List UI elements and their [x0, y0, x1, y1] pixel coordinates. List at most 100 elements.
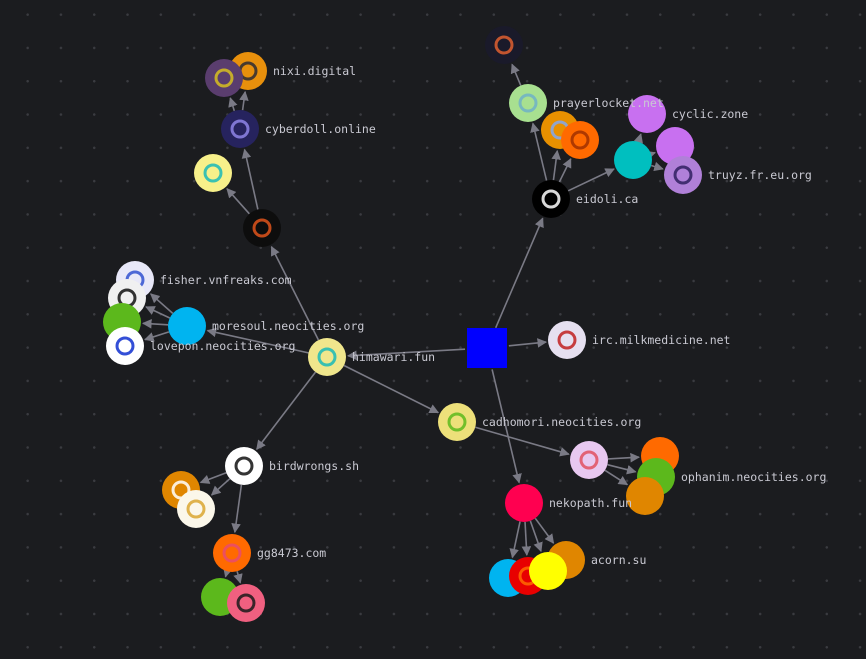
- graph-node[interactable]: [225, 447, 263, 485]
- node-avatar[interactable]: [227, 584, 265, 622]
- node-avatar[interactable]: [626, 477, 664, 515]
- graph-edge: [475, 426, 570, 457]
- graph-edge: [551, 149, 561, 181]
- node-avatar[interactable]: [308, 338, 346, 376]
- graph-node[interactable]: [308, 338, 346, 376]
- node-avatar[interactable]: [561, 121, 599, 159]
- node-label[interactable]: lovepon.neocities.org: [150, 339, 295, 353]
- graph-edge: [650, 161, 664, 172]
- node-avatar-detail: [317, 347, 337, 367]
- graph-node[interactable]: [626, 477, 664, 515]
- graph-edge: [347, 348, 466, 361]
- node-avatar[interactable]: [664, 156, 702, 194]
- node-avatar[interactable]: [532, 180, 570, 218]
- node-avatar[interactable]: [505, 484, 543, 522]
- node-avatar[interactable]: [485, 26, 523, 64]
- graph-edge: [510, 63, 522, 86]
- node-avatar[interactable]: [656, 127, 694, 165]
- node-avatar-detail: [230, 119, 250, 139]
- node-avatar[interactable]: [548, 321, 586, 359]
- graph-node[interactable]: [467, 328, 507, 368]
- node-avatar[interactable]: [243, 209, 281, 247]
- graph-node[interactable]: [177, 490, 215, 528]
- node-avatar[interactable]: [106, 327, 144, 365]
- graph-edge: [607, 452, 640, 463]
- node-label[interactable]: moresoul.neocities.org: [212, 319, 364, 333]
- graph-node[interactable]: [213, 534, 251, 572]
- graph-node[interactable]: [664, 156, 702, 194]
- graph-node[interactable]: [628, 95, 666, 133]
- graph-node[interactable]: [529, 552, 567, 590]
- node-label[interactable]: cyberdoll.online: [265, 122, 376, 136]
- graph-edge: [567, 168, 615, 192]
- graph-node[interactable]: [561, 121, 599, 159]
- node-avatar[interactable]: [221, 110, 259, 148]
- labels-layer: himawari.fun cyberdoll.online nixi.digital…: [150, 64, 826, 567]
- node-label[interactable]: irc.milkmedicine.net: [592, 333, 730, 347]
- node-avatar[interactable]: [438, 403, 476, 441]
- node-label[interactable]: fisher.vnfreaks.com: [160, 273, 292, 287]
- node-avatar[interactable]: [168, 307, 206, 345]
- node-label[interactable]: truyz.fr.eu.org: [708, 168, 812, 182]
- graph-node[interactable]: [614, 141, 652, 179]
- node-label[interactable]: eidoli.ca: [576, 192, 638, 206]
- node-avatar[interactable]: [225, 447, 263, 485]
- graph-edge: [239, 90, 249, 111]
- root-node-square[interactable]: [467, 328, 507, 368]
- node-label[interactable]: nixi.digital: [273, 64, 356, 78]
- node-avatar-detail: [494, 35, 514, 55]
- graph-edge: [233, 571, 243, 584]
- node-avatar[interactable]: [614, 141, 652, 179]
- graph-edge: [530, 122, 548, 181]
- graph-edge: [633, 133, 643, 144]
- node-avatar[interactable]: [194, 154, 232, 192]
- graph-node[interactable]: [227, 584, 265, 622]
- node-label[interactable]: acorn.su: [591, 553, 646, 567]
- nodes-layer: [103, 26, 702, 622]
- graph-edge: [607, 463, 637, 475]
- graph-edge: [231, 484, 243, 534]
- edges-layer: [142, 63, 664, 584]
- graph-node[interactable]: [106, 327, 144, 365]
- node-avatar[interactable]: [213, 534, 251, 572]
- node-avatar[interactable]: [628, 95, 666, 133]
- node-label[interactable]: cadhomori.neocities.org: [482, 415, 641, 429]
- node-avatar-detail: [186, 499, 206, 519]
- graph-edge: [521, 521, 532, 556]
- node-label[interactable]: gg8473.com: [257, 546, 326, 560]
- graph-node[interactable]: [221, 110, 259, 148]
- graph-node[interactable]: [656, 127, 694, 165]
- node-avatar[interactable]: [570, 441, 608, 479]
- graph-node[interactable]: [548, 321, 586, 359]
- graph-node[interactable]: [570, 441, 608, 479]
- node-avatar[interactable]: [529, 552, 567, 590]
- graph-edge: [256, 371, 317, 451]
- node-avatar-detail: [518, 93, 538, 113]
- graph-node[interactable]: [205, 59, 243, 97]
- graph-node[interactable]: [438, 403, 476, 441]
- graph-edge: [226, 187, 250, 215]
- graph-node[interactable]: [485, 26, 523, 64]
- graph-node[interactable]: [505, 484, 543, 522]
- graph-node[interactable]: [509, 84, 547, 122]
- node-avatar[interactable]: [205, 59, 243, 97]
- graph-node[interactable]: [243, 209, 281, 247]
- node-label[interactable]: birdwrongs.sh: [269, 459, 359, 473]
- node-avatar-detail: [541, 189, 561, 209]
- node-label[interactable]: nekopath.fun: [549, 496, 632, 510]
- node-label[interactable]: ophanim.neocities.org: [681, 470, 826, 484]
- graph-edge: [509, 521, 521, 559]
- graph-edge: [494, 217, 544, 329]
- graph-edge: [645, 150, 656, 160]
- node-label[interactable]: cyclic.zone: [672, 107, 748, 121]
- node-label[interactable]: prayerlocket.net: [553, 96, 664, 110]
- graph-edge: [223, 567, 233, 578]
- graph-node[interactable]: [194, 154, 232, 192]
- node-avatar-detail: [557, 330, 577, 350]
- graph-node[interactable]: [168, 307, 206, 345]
- node-label[interactable]: himawari.fun: [352, 350, 435, 364]
- node-avatar[interactable]: [177, 490, 215, 528]
- graph-node[interactable]: [532, 180, 570, 218]
- node-avatar[interactable]: [509, 84, 547, 122]
